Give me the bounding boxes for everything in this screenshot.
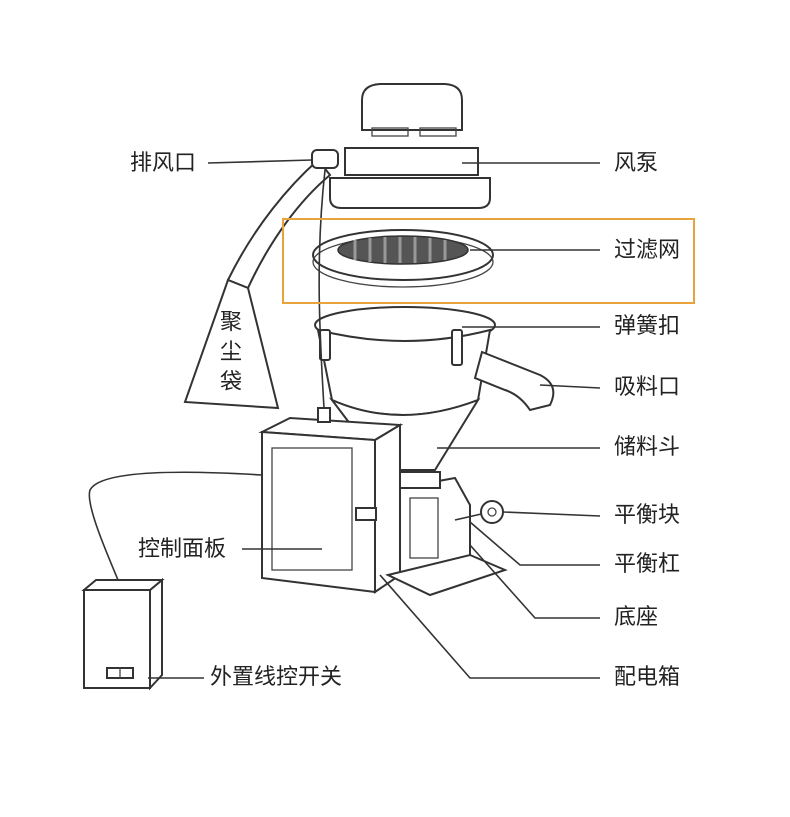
dust-bag-char: 袋 bbox=[219, 370, 242, 395]
label-suction-inlet: 吸料口 bbox=[614, 375, 681, 400]
leader-exhaust-port bbox=[207, 159, 313, 164]
leader-balance-block bbox=[502, 511, 601, 517]
hopper-cone bbox=[328, 397, 481, 471]
leader-balance-bar bbox=[469, 521, 600, 566]
signal-cable bbox=[318, 169, 326, 409]
fan-pump-slot-left bbox=[371, 127, 409, 137]
fan-pump-body bbox=[344, 147, 479, 176]
label-distribution-box: 配电箱 bbox=[614, 665, 681, 690]
label-exhaust-port: 排风口 bbox=[130, 151, 197, 176]
leader-suction-inlet bbox=[539, 384, 601, 389]
switch-cable bbox=[88, 471, 263, 581]
hopper-neck bbox=[399, 471, 441, 489]
switch-box-top bbox=[81, 579, 165, 591]
label-base: 底座 bbox=[614, 605, 659, 630]
fan-pump-slot-right bbox=[419, 127, 457, 137]
spring-clip-right bbox=[451, 329, 463, 366]
control-panel-face bbox=[271, 447, 353, 571]
control-box-side bbox=[374, 423, 401, 594]
exhaust-port-nub bbox=[311, 149, 339, 169]
balance-block-shape bbox=[480, 500, 504, 524]
distribution-box-panel bbox=[409, 497, 439, 559]
label-filter-screen: 过滤网 bbox=[614, 238, 681, 263]
leader-base bbox=[469, 544, 600, 619]
suction-inlet-pipe bbox=[473, 350, 555, 412]
filter-mesh-stripes bbox=[353, 237, 447, 263]
base-plate bbox=[385, 553, 508, 597]
label-external-switch: 外置线控开关 bbox=[210, 665, 343, 690]
dust-bag-char: 聚 bbox=[219, 310, 242, 335]
leader-distribution-box bbox=[379, 574, 600, 679]
control-box-connector bbox=[317, 407, 331, 423]
filter-highlight-box bbox=[282, 218, 695, 304]
switch-box-side bbox=[149, 577, 163, 691]
distribution-box-body bbox=[399, 476, 471, 577]
dust-bag-char: 尘 bbox=[219, 340, 242, 365]
label-spring-clip: 弹簧扣 bbox=[614, 314, 681, 339]
label-balance-block: 平衡块 bbox=[614, 503, 681, 528]
control-box-latch bbox=[355, 507, 377, 521]
label-dust-bag: 聚 尘 袋 bbox=[218, 308, 244, 398]
hopper-body bbox=[316, 328, 492, 416]
label-control-panel: 控制面板 bbox=[138, 537, 227, 562]
fan-pump-top bbox=[361, 83, 463, 131]
dust-bag-shape bbox=[183, 278, 280, 410]
label-hopper: 储料斗 bbox=[614, 435, 681, 460]
label-balance-bar: 平衡杠 bbox=[614, 552, 681, 577]
balance-block-center bbox=[487, 507, 497, 517]
fan-pump-base bbox=[329, 177, 491, 209]
label-fan-pump: 风泵 bbox=[614, 151, 659, 176]
